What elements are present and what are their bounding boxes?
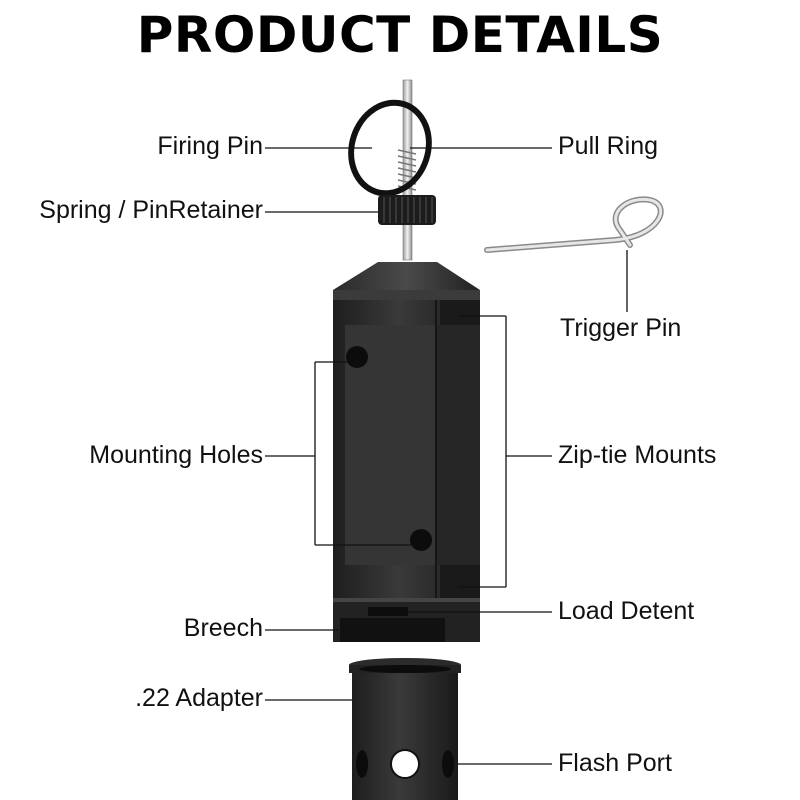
label-trigger-pin: Trigger Pin bbox=[560, 314, 682, 342]
adapter-22 bbox=[349, 658, 461, 800]
pin-retainer bbox=[378, 195, 436, 225]
label-firing-pin: Firing Pin bbox=[157, 132, 263, 160]
mounting-hole-top bbox=[346, 346, 368, 368]
label-breech: Breech bbox=[183, 614, 263, 642]
label-spring-retainer: Spring / PinRetainer bbox=[39, 196, 263, 224]
flash-port bbox=[390, 749, 420, 779]
label-flash-port: Flash Port bbox=[558, 749, 672, 777]
label-adapter-22: .22 Adapter bbox=[135, 684, 263, 712]
leader-lines bbox=[265, 147, 628, 765]
spring bbox=[397, 149, 417, 191]
main-body bbox=[333, 262, 480, 642]
flash-port-holes bbox=[356, 750, 454, 778]
trigger-pin bbox=[484, 196, 664, 253]
label-load-detent: Load Detent bbox=[558, 597, 695, 625]
page-title: PRODUCT DETAILS bbox=[136, 6, 664, 64]
label-mounting-holes: Mounting Holes bbox=[89, 441, 263, 469]
label-zip-tie-mounts: Zip-tie Mounts bbox=[558, 441, 717, 469]
mounting-hole-bottom bbox=[410, 529, 432, 551]
pull-ring bbox=[348, 99, 432, 197]
label-pull-ring: Pull Ring bbox=[558, 132, 659, 160]
